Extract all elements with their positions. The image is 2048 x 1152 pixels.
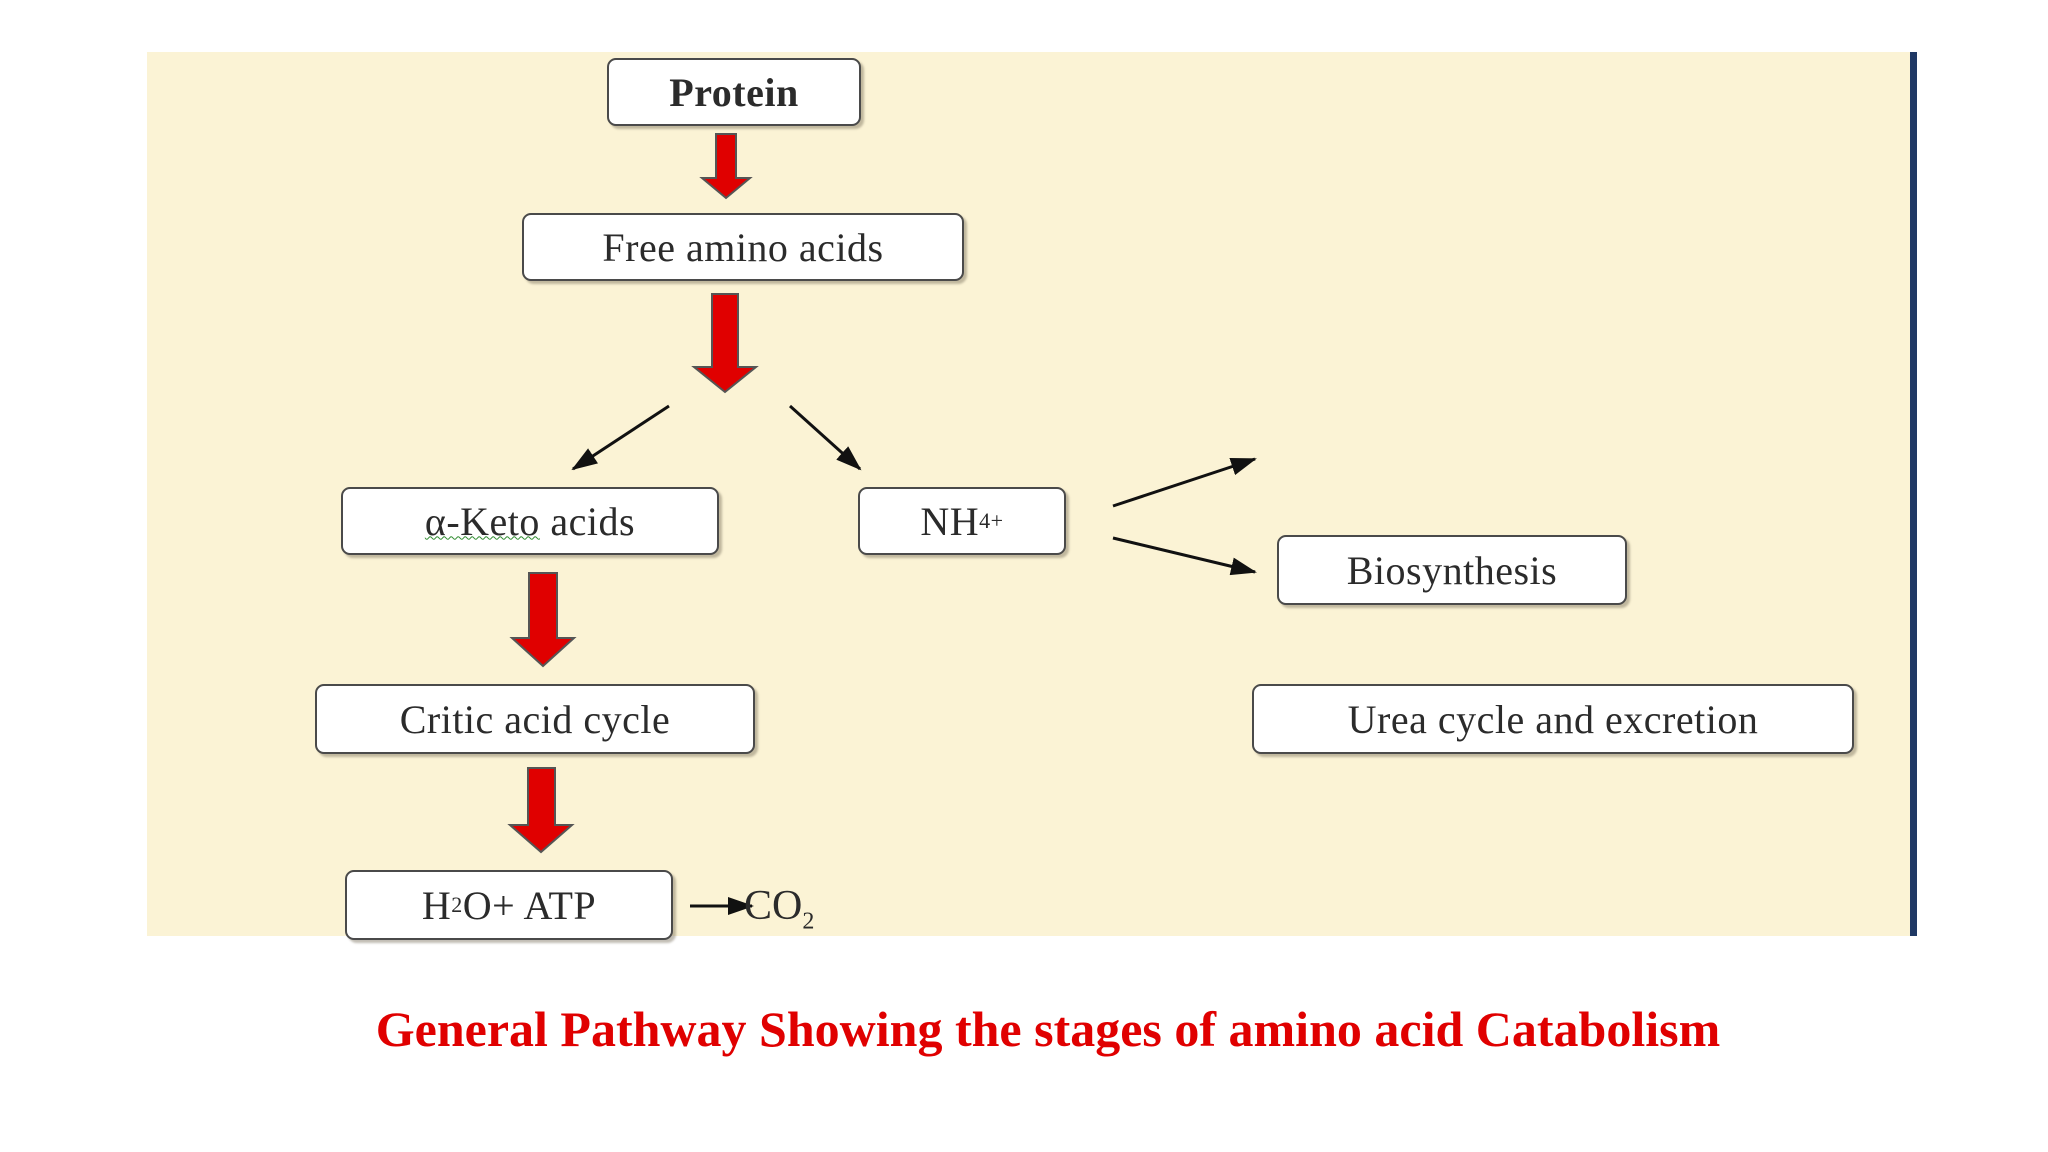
node-free-amino-acids: Free amino acids	[522, 213, 964, 281]
arrow-to-nh4	[788, 404, 862, 471]
node-critic-acid-cycle-label: Critic acid cycle	[399, 696, 671, 742]
figure-caption: General Pathway Showing the stages of am…	[375, 1001, 1721, 1057]
co2-base: CO	[744, 883, 803, 929]
node-protein-label: Protein	[669, 69, 799, 115]
node-critic-acid-cycle: Critic acid cycle	[315, 684, 755, 754]
node-biosynthesis-label: Biosynthesis	[1346, 547, 1558, 593]
panel-right-border	[1910, 52, 1917, 936]
block-arrow-critic-to-h2o	[507, 767, 575, 854]
node-h2o-subscript: 2	[451, 892, 463, 917]
node-free-amino-acids-label: Free amino acids	[602, 224, 884, 270]
node-h2o-rest: O+ ATP	[462, 882, 597, 928]
node-protein: Protein	[607, 58, 861, 126]
co2-label: CO2	[744, 882, 814, 935]
node-urea-cycle: Urea cycle and excretion	[1252, 684, 1854, 754]
node-nh4-subscript: 4	[979, 508, 991, 533]
block-arrow-free-to-split	[691, 293, 759, 394]
node-keto-prefix: α-Keto	[424, 498, 540, 544]
co2-subscript: 2	[802, 908, 815, 935]
arrow-to-keto	[571, 404, 670, 471]
node-h2o-h: H	[421, 882, 452, 928]
block-arrow-protein-to-free	[699, 133, 753, 200]
arrow-nh4-to-biosynthesis	[1112, 536, 1257, 576]
node-urea-cycle-label: Urea cycle and excretion	[1347, 696, 1759, 742]
block-arrow-keto-to-critic	[509, 572, 577, 668]
node-nh4-superscript: +	[990, 508, 1004, 533]
node-keto-suffix: acids	[539, 498, 636, 544]
node-alpha-keto-acids: α-Keto acids	[341, 487, 719, 555]
node-biosynthesis: Biosynthesis	[1277, 535, 1627, 605]
node-nh4-base: NH	[920, 498, 980, 544]
arrow-nh4-up	[1112, 457, 1257, 508]
